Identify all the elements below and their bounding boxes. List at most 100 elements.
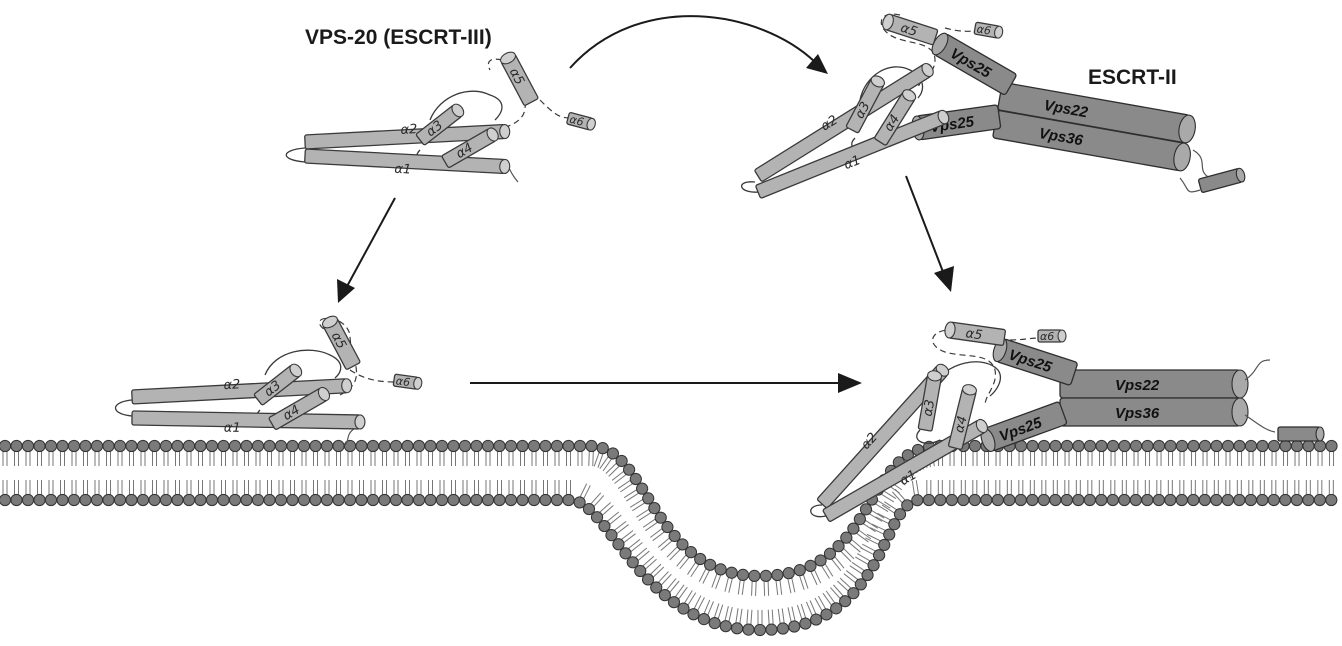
lipid-head-inner [1153, 494, 1164, 505]
lipid-head-outer [482, 440, 493, 451]
lipid-head-outer [0, 440, 11, 451]
lipid-head-outer [91, 440, 102, 451]
lipid-head-inner [958, 494, 969, 505]
lipid-head-outer [137, 440, 148, 451]
lipid-head-outer [390, 440, 401, 451]
lipid-head-outer [218, 440, 229, 451]
lipid-head-outer [206, 440, 217, 451]
helix-a5: α5 [498, 50, 539, 107]
lipid-head-inner [34, 494, 45, 505]
lipid-head-inner [275, 494, 286, 505]
lipid-head-outer [471, 440, 482, 451]
vps20-escrt2-complex-free: Vps22 Vps36 Vps25 Vps25 [742, 13, 1247, 207]
lipid-head-inner [1084, 494, 1095, 505]
lipid-head-outer [969, 440, 980, 451]
helix-a1: α1 [132, 411, 365, 438]
lipid-head-outer [1291, 440, 1302, 451]
lipid-head-outer [57, 440, 68, 451]
lipid-head-outer [1142, 440, 1153, 451]
lipid-head-outer [172, 440, 183, 451]
lipid-head-outer [80, 440, 91, 451]
lipid-head-inner [1268, 494, 1279, 505]
lipid-head-inner [821, 609, 832, 620]
lipid-head-outer [459, 440, 470, 451]
lipid-head-inner [1165, 494, 1176, 505]
lipid-head-inner [80, 494, 91, 505]
lipid-head-inner [0, 494, 11, 505]
lipid-head-outer [252, 440, 263, 451]
lipid-head-inner [160, 494, 171, 505]
lipid-head-inner [172, 494, 183, 505]
lipid-head-inner [1073, 494, 1084, 505]
vps20-membrane-bound-structure: α2 α1 α3 α4 α5 α6 [116, 314, 423, 445]
lipid-head-outer [275, 440, 286, 451]
lipid-head-inner [45, 494, 56, 505]
lipid-head-inner [1142, 494, 1153, 505]
svg-text:α3: α3 [921, 398, 939, 417]
lipid-head-inner [471, 494, 482, 505]
lipid-head-inner [731, 623, 742, 634]
lipid-head-inner [68, 494, 79, 505]
svg-text:α2: α2 [223, 377, 241, 393]
lipid-head-outer [586, 440, 597, 451]
lipid-head-inner [1326, 494, 1337, 505]
lipid-head-outer [45, 440, 56, 451]
lipid-head-outer [1050, 440, 1061, 451]
escrt2-title: ESCRT-II [1088, 66, 1177, 89]
lipid-head-outer [705, 559, 716, 570]
lipid-head-inner [1291, 494, 1302, 505]
svg-text:α1: α1 [224, 421, 241, 436]
lipid-head-inner [1061, 494, 1072, 505]
lipid-head-inner [912, 495, 923, 506]
helix-a6: α6 [393, 374, 423, 391]
lipid-head-outer [760, 570, 771, 581]
lipid-head-inner [11, 494, 22, 505]
lipid-head-inner [390, 494, 401, 505]
lipid-head-outer [413, 440, 424, 451]
lipid-head-outer [794, 565, 805, 576]
lipid-head-outer [1107, 440, 1118, 451]
lipid-head-inner [505, 494, 516, 505]
lipid-head-outer [551, 440, 562, 451]
lipid-head-outer [860, 504, 871, 515]
lipid-head-inner [321, 494, 332, 505]
lipid-head-outer [287, 440, 298, 451]
lipid-head-outer [494, 440, 505, 451]
lipid-head-inner [1119, 494, 1130, 505]
helix-a6: α6 [566, 112, 596, 132]
lipid-head-outer [1245, 440, 1256, 451]
helix-a1: α1 [304, 149, 510, 183]
lipid-head-inner [709, 617, 720, 628]
lipid-head-inner [459, 494, 470, 505]
lipid-head-outer [22, 440, 33, 451]
lipid-head-inner [1027, 494, 1038, 505]
lipid-head-inner [195, 494, 206, 505]
lipid-head-outer [1153, 440, 1164, 451]
lipid-head-outer [1176, 440, 1187, 451]
arrow-top-curved [570, 16, 828, 74]
lipid-head-inner [482, 494, 493, 505]
svg-text:Vps22: Vps22 [1115, 377, 1160, 394]
vps20-free-structure: α2 α1 α3 α4 α5 α6 [286, 50, 596, 183]
lipid-head-outer [1222, 440, 1233, 451]
svg-text:α5: α5 [965, 326, 984, 343]
helix-a4: α4 [948, 383, 978, 450]
svg-text:Vps36: Vps36 [1115, 405, 1160, 422]
lipid-head-outer [103, 440, 114, 451]
lipid-head-inner [126, 494, 137, 505]
arrow-left-down [337, 198, 395, 303]
lipid-head-inner [789, 621, 800, 632]
lipid-head-outer [425, 440, 436, 451]
lipid-head-inner [252, 494, 263, 505]
lipid-head-inner [1199, 494, 1210, 505]
lipid-head-inner [218, 494, 229, 505]
svg-text:α6: α6 [1040, 330, 1054, 343]
lipid-head-outer [1073, 440, 1084, 451]
lipid-head-outer [854, 514, 865, 525]
arrow-bottom-horizontal [470, 373, 862, 393]
subunit-vps36: Vps36 [1060, 398, 1248, 426]
lipid-head-outer [574, 440, 585, 451]
lipid-head-inner [777, 623, 788, 634]
lipid-head-outer [737, 569, 748, 580]
lipid-head-inner [923, 494, 934, 505]
